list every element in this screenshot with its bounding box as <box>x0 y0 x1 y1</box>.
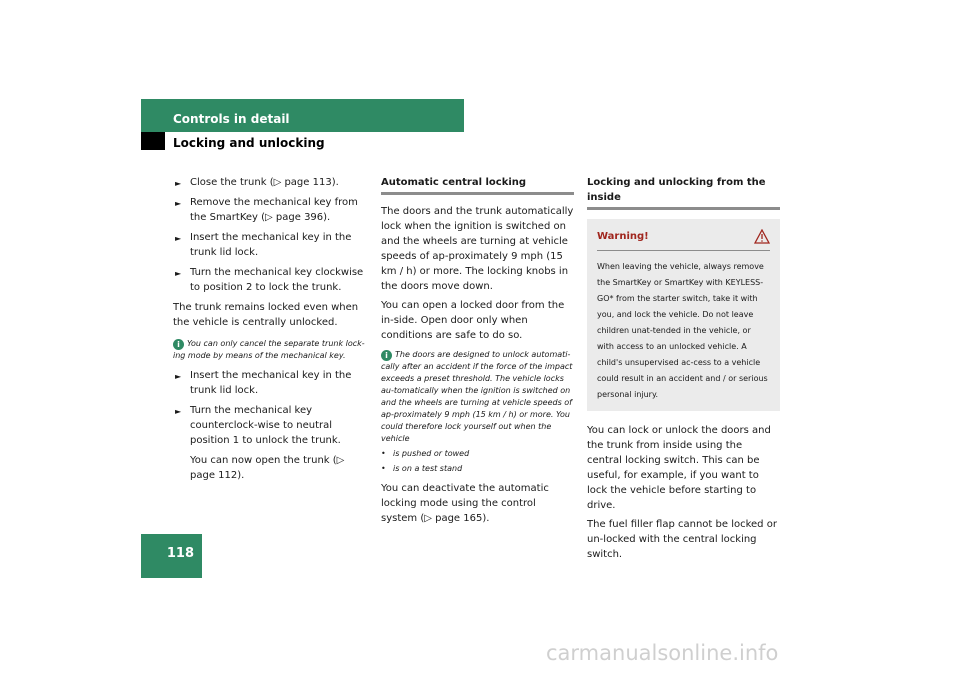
list-item: is pushed or towed <box>381 448 574 460</box>
paragraph: You can lock or unlock the doors and the… <box>587 425 771 511</box>
list-item: ►Insert the mechanical key in the trunk … <box>175 232 352 258</box>
arrow-bullet-icon: ► <box>175 372 182 381</box>
warning-triangle-icon <box>754 229 770 244</box>
arrow-bullet-icon: ► <box>175 199 182 208</box>
paragraph: You can now open the trunk (▷ page 112). <box>190 455 345 481</box>
warning-header: Warning! <box>597 229 770 251</box>
header-bar <box>141 99 464 132</box>
section-heading: Locking and unlocking from the inside <box>587 175 780 210</box>
column-3: Locking and unlocking from the inside Wa… <box>587 175 780 566</box>
page-number: 118 <box>166 546 194 561</box>
paragraph: The doors and the trunk automatically lo… <box>381 206 574 292</box>
list-item: is on a test stand <box>381 463 574 475</box>
paragraph: The fuel filler flap cannot be locked or… <box>587 519 777 560</box>
warning-box: Warning! When leaving the vehicle, alway… <box>587 219 780 411</box>
warning-text: When leaving the vehicle, always remove … <box>597 262 768 399</box>
header-marker <box>141 132 165 150</box>
paragraph: You can deactivate the automatic locking… <box>381 483 549 524</box>
list-item: ►Close the trunk (▷ page 113). <box>173 175 365 190</box>
warning-title: Warning! <box>597 231 649 242</box>
paragraph: The trunk remains locked even when the v… <box>173 302 359 328</box>
arrow-bullet-icon: ► <box>175 407 182 416</box>
list-item: ►Turn the mechanical key clockwise to po… <box>175 267 364 293</box>
column-2: Automatic central locking The doors and … <box>381 175 574 530</box>
subsection-title: Locking and unlocking <box>173 136 325 150</box>
arrow-bullet-icon: ► <box>175 179 182 188</box>
list-item: ►Insert the mechanical key in the trunk … <box>175 370 352 396</box>
section-title: Controls in detail <box>173 112 290 126</box>
list-item: ►Turn the mechanical key counterclock-wi… <box>175 405 341 446</box>
info-icon: i <box>381 350 392 361</box>
watermark: carmanualsonline.info <box>546 641 779 665</box>
section-heading: Automatic central locking <box>381 175 574 195</box>
info-icon: i <box>173 339 184 350</box>
arrow-bullet-icon: ► <box>175 269 182 278</box>
list-item: ►Remove the mechanical key from the Smar… <box>175 197 358 223</box>
column-1: ►Close the trunk (▷ page 113). ►Remove t… <box>173 175 365 487</box>
page-number-box: 118 <box>141 534 202 578</box>
arrow-bullet-icon: ► <box>175 234 182 243</box>
paragraph: You can open a locked door from the in-s… <box>381 300 565 341</box>
